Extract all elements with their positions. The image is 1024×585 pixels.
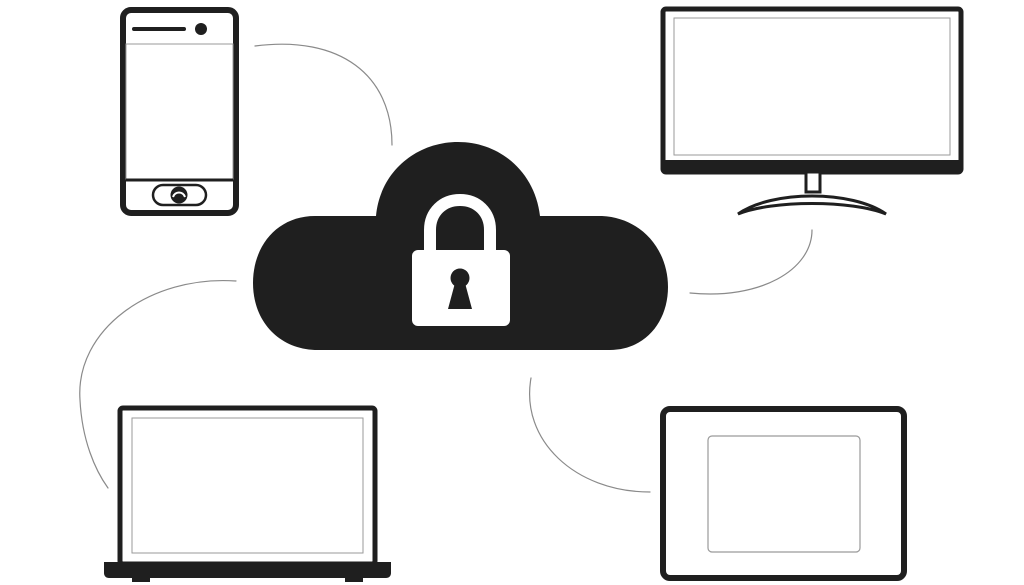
connector-laptop (79, 279, 237, 489)
phone-screen (125, 43, 234, 180)
phone-home-button (170, 186, 188, 204)
monitor-stand-base (737, 194, 887, 216)
connector-phone (254, 43, 393, 146)
cloud-lock-icon (253, 142, 668, 350)
laptop-screen (131, 417, 364, 554)
padlock-shackle (424, 193, 496, 252)
monitor-bezel-bottom (663, 160, 961, 172)
monitor-stand-neck (804, 170, 822, 194)
laptop-foot-right (345, 578, 363, 582)
connector-monitor (689, 229, 813, 295)
phone-handset-icon (172, 191, 186, 198)
monitor-icon (660, 6, 964, 216)
connector-tablet (529, 377, 651, 493)
tablet-screen (707, 435, 861, 553)
laptop-icon (104, 405, 391, 582)
padlock-icon (412, 193, 510, 326)
monitor-screen (673, 17, 951, 156)
smartphone-icon (120, 7, 239, 216)
laptop-foot-left (132, 578, 150, 582)
laptop-base (104, 562, 391, 578)
tablet-icon (660, 406, 907, 581)
keyhole-slot (448, 283, 472, 309)
keyhole-circle (450, 268, 470, 288)
connector-lines (79, 43, 813, 493)
phone-camera (195, 23, 207, 35)
cloud-shape (253, 142, 668, 350)
